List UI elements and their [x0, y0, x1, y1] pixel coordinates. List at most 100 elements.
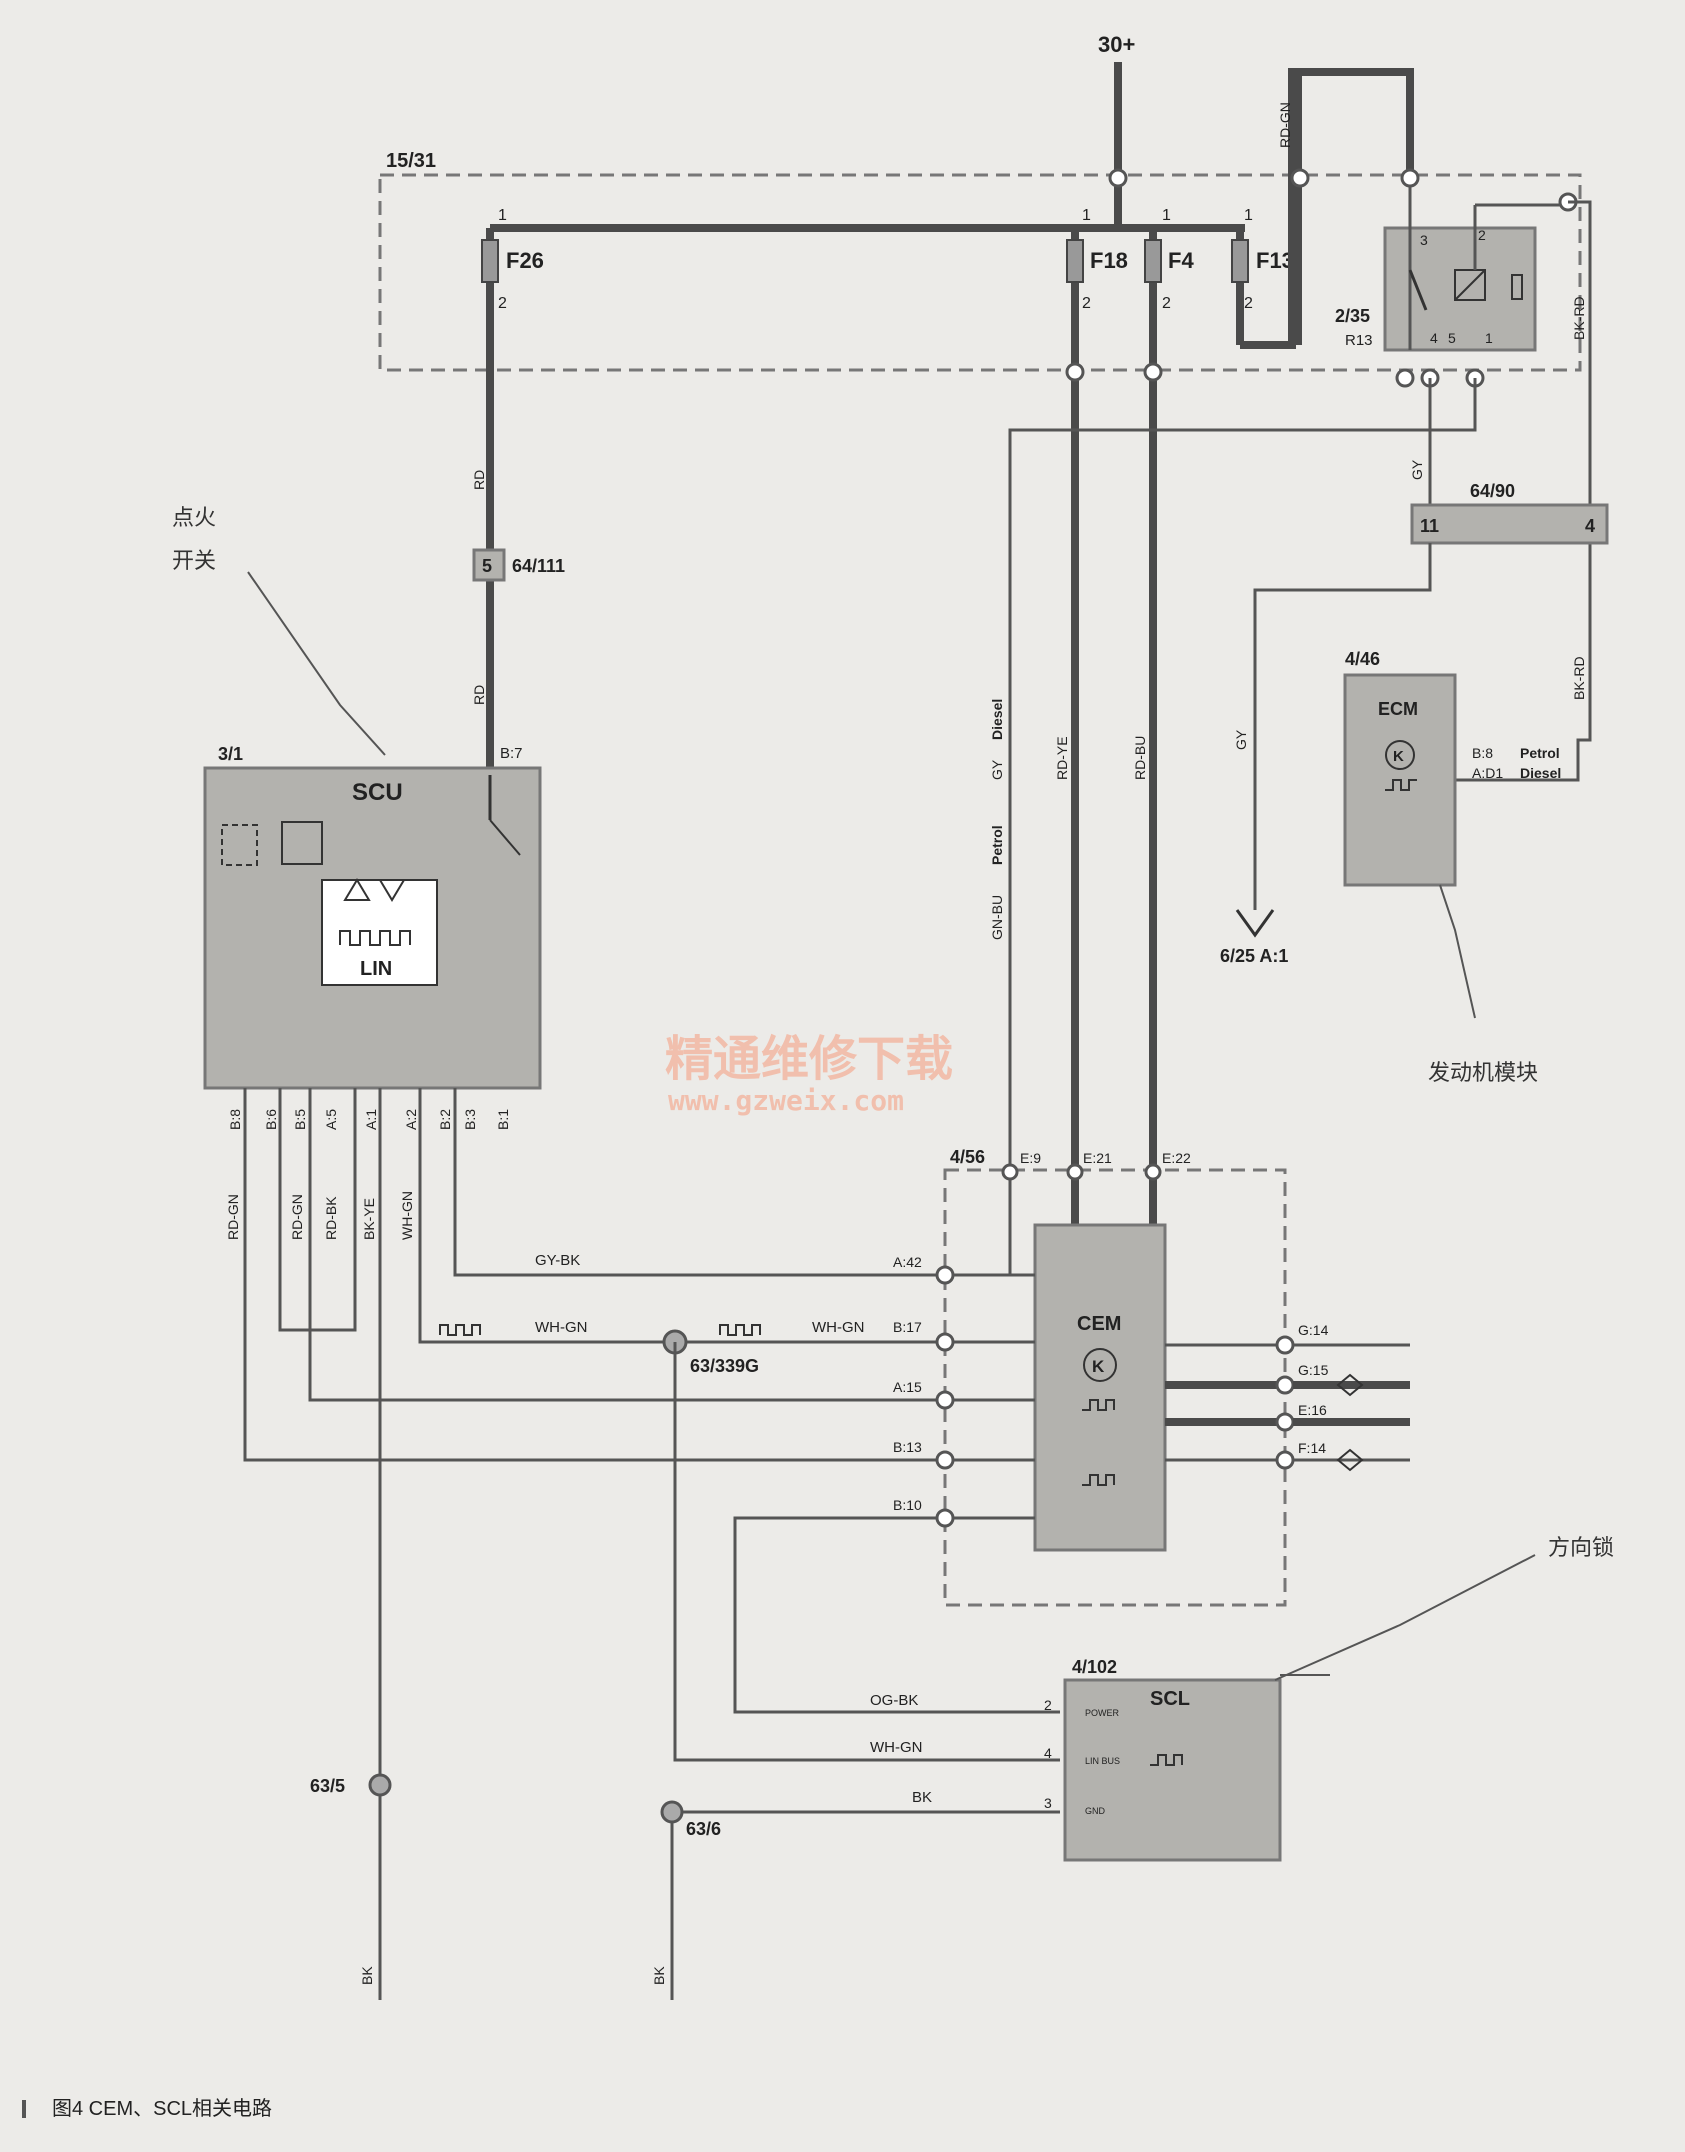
connector-64-111-pin: 5	[482, 556, 492, 576]
relay-pin-3: 3	[1420, 232, 1428, 248]
fuse-f13-pin1: 1	[1244, 207, 1253, 224]
ecm-name: ECM	[1378, 699, 1418, 719]
relay-name: R13	[1345, 332, 1373, 349]
scl-pin-3: 3	[1044, 1795, 1052, 1811]
gy-down-wire	[1253, 543, 1432, 910]
cem-pin-g15: G:15	[1298, 1362, 1329, 1378]
cem-node-g14	[1275, 1335, 1295, 1355]
ecm-pin-diesel: A:D1	[1472, 765, 1503, 781]
ecm-k-icon	[1385, 740, 1415, 770]
scu-contact-arm	[489, 819, 521, 856]
connector-x-icon-2	[1336, 1448, 1364, 1472]
fuse-f26-pin1: 1	[498, 207, 507, 224]
fuse-f26	[481, 239, 499, 283]
ref-arrow-label: 6/25 A:1	[1220, 946, 1288, 966]
cem-can-icon	[1082, 1399, 1115, 1411]
scl-pin-label-gnd: GND	[1085, 1806, 1106, 1816]
wire-scu-a2	[418, 1088, 940, 1344]
scu-pin-b3: B:3	[462, 1109, 478, 1130]
cem-node-a42	[935, 1265, 955, 1285]
lin-wave-icon-2	[719, 1324, 761, 1336]
connector-64-111-id: 64/111	[512, 556, 565, 576]
ecm-diesel-label: Diesel	[1520, 765, 1561, 781]
f4-node	[1143, 362, 1163, 382]
ground-63-5-label: 63/5	[310, 1776, 345, 1796]
cem-lin-icon	[1082, 1474, 1115, 1486]
wire-scu-b5	[308, 1088, 940, 1402]
watermark-text: 精通维修下载	[665, 1031, 953, 1087]
bkrd-wire	[1455, 200, 1592, 782]
watermark-url: www.gzweix.com	[668, 1084, 904, 1117]
note-ignition-line2: 开关	[172, 549, 216, 574]
wire-label-rdye: RD-YE	[1054, 736, 1070, 780]
wire-label-bk-right: BK	[651, 1966, 667, 1985]
fuse-f18	[1066, 239, 1084, 283]
wire-label-rdbk: RD-BK	[323, 1196, 339, 1240]
caption-bar	[22, 2100, 26, 2118]
scu-triangle-icon	[343, 878, 371, 901]
ground-63-6-icon	[660, 1800, 684, 1824]
fuse-f18-label: F18	[1090, 248, 1128, 273]
relay-node-4	[1395, 368, 1415, 388]
cem-node-f14	[1275, 1450, 1295, 1470]
scl-pin-2: 2	[1044, 1697, 1052, 1713]
scl-name: SCL	[1150, 1688, 1190, 1710]
gnbu-wire	[1008, 378, 1477, 1275]
fuse-f18-pin2: 2	[1082, 295, 1091, 312]
fuse-f26-pin2: 2	[498, 295, 507, 312]
wire-label-whgn: WH-GN	[535, 1319, 588, 1336]
fuse-f4-pin1: 1	[1162, 207, 1171, 224]
scu-name: SCU	[352, 779, 403, 806]
scu-lin-label: LIN	[360, 958, 392, 980]
wire-scu-loop	[278, 1088, 357, 1332]
scl-lin-icon	[1150, 1754, 1183, 1766]
wire-label-bk-scl: BK	[912, 1789, 932, 1806]
wire-label-rdgn-scu: RD-GN	[225, 1194, 241, 1240]
cem-node-b13	[935, 1450, 955, 1470]
cem-node-e9	[1001, 1163, 1019, 1181]
fuse-f13-label: F13	[1256, 248, 1294, 273]
wire-label-diesel: Diesel	[989, 699, 1005, 740]
f13-loop-wire	[1240, 68, 1414, 349]
scl-pin-label-power: POWER	[1085, 1708, 1120, 1718]
wire-label-whgn-scl: WH-GN	[870, 1739, 923, 1756]
scu-pin-a5: A:5	[323, 1109, 339, 1130]
scu-pin-a1: A:1	[363, 1109, 379, 1130]
cem-node-b10	[935, 1508, 955, 1528]
scu-pin-b6: B:6	[263, 1109, 279, 1130]
scu-pin-b8: B:8	[227, 1109, 243, 1130]
note-engine-pointer	[1439, 884, 1476, 1019]
relay-pin-4: 4	[1430, 330, 1438, 346]
cem-id: 4/56	[950, 1147, 985, 1167]
scu-pin-b1: B:1	[495, 1109, 511, 1130]
cem-pin-a15: A:15	[893, 1379, 922, 1395]
fuse-f4	[1144, 239, 1162, 283]
relay-pin-1: 1	[1485, 330, 1493, 346]
wire-label-rdgn-scu2: RD-GN	[289, 1194, 305, 1240]
wire-label-gy-cem: GY	[989, 759, 1005, 780]
scu-switch-a	[221, 824, 258, 866]
wire-ogbk	[733, 1516, 1060, 1714]
cem-pin-a42: A:42	[893, 1254, 922, 1270]
scu-pin-a2: A:2	[403, 1109, 419, 1130]
scl-box	[1063, 1678, 1282, 1862]
note-ignition-line1: 点火	[172, 506, 216, 531]
relay-switch	[1408, 269, 1428, 311]
wire-label-gnbu: GN-BU	[989, 895, 1005, 940]
wire-label-bkrd-bottom: BK-RD	[1571, 656, 1587, 700]
cem-name: CEM	[1077, 1313, 1121, 1335]
cem-box	[1033, 1223, 1167, 1552]
cem-node-b17	[935, 1332, 955, 1352]
ecm-petrol-label: Petrol	[1520, 745, 1560, 761]
ref-arrow-icon	[1235, 909, 1275, 938]
wire-label-gy: GY	[1233, 729, 1249, 750]
cem-node-e22	[1144, 1163, 1162, 1181]
scu-id: 3/1	[218, 744, 243, 764]
scu-pin-b2: B:2	[437, 1109, 453, 1130]
wire-label-whgn-2: WH-GN	[812, 1319, 865, 1336]
note-steering-lock: 方向锁	[1548, 1536, 1614, 1561]
fuse-box-outline	[378, 173, 1582, 372]
cem-node-e21	[1066, 1163, 1084, 1181]
supply-node	[1108, 168, 1128, 188]
note-steering-pointer	[1274, 1554, 1536, 1681]
